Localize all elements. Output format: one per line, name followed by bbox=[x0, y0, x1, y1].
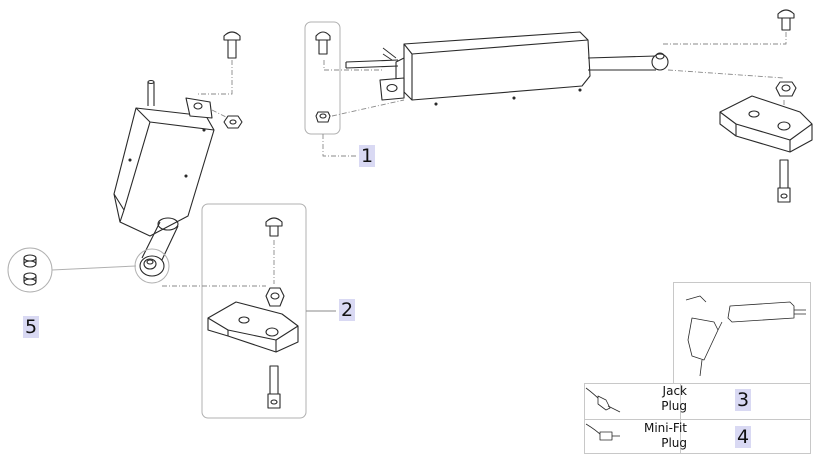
nut-2a bbox=[265, 287, 285, 307]
screw-2a bbox=[265, 217, 283, 237]
legend-row-minifit: Mini-Fit Plug 4 bbox=[585, 419, 810, 454]
legend-label-jack-line1: Jack bbox=[662, 384, 687, 398]
minifit-plug-icon bbox=[585, 423, 620, 441]
legend-label-minifit: Mini-Fit Plug bbox=[621, 421, 687, 451]
callout-2: 2 bbox=[339, 299, 355, 321]
legend-label-minifit-line2: Plug bbox=[661, 436, 687, 450]
actuator-diagonal bbox=[113, 79, 215, 277]
legend-label-jack: Jack Plug bbox=[621, 384, 687, 414]
screw-top-left bbox=[223, 31, 241, 59]
callout-3: 3 bbox=[735, 389, 751, 411]
nut-top-left bbox=[223, 115, 243, 129]
bolt-2 bbox=[267, 365, 281, 409]
preview-thumbnail bbox=[685, 295, 806, 377]
callout-1: 1 bbox=[359, 145, 375, 167]
nut-1a bbox=[315, 111, 331, 123]
group-box-1 bbox=[304, 21, 341, 135]
bolt-top-right bbox=[777, 159, 791, 203]
bushing-5 bbox=[23, 254, 37, 286]
screw-1a bbox=[315, 31, 331, 55]
jack-plug-icon bbox=[585, 387, 621, 413]
plug-legend-table: Jack Plug 3 Mini-Fit Plug 4 bbox=[584, 383, 811, 454]
nut-top-right bbox=[775, 81, 797, 97]
actuator-horizontal bbox=[345, 31, 669, 106]
mount-bracket-top-right bbox=[719, 95, 813, 153]
legend-label-minifit-line1: Mini-Fit bbox=[643, 421, 687, 435]
legend-divider bbox=[680, 384, 681, 453]
preview-box bbox=[673, 282, 811, 383]
callout-4: 4 bbox=[735, 426, 751, 448]
screw-top-right bbox=[777, 9, 795, 31]
legend-row-jack: Jack Plug 3 bbox=[585, 383, 810, 418]
callout-5: 5 bbox=[23, 316, 39, 338]
legend-label-jack-line2: Plug bbox=[661, 399, 687, 413]
mount-bracket-2 bbox=[207, 301, 299, 353]
